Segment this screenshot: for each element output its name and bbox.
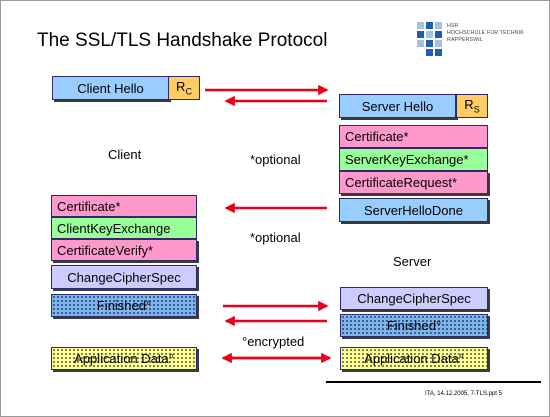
server-hello-done-box: ServerHelloDone [339, 198, 488, 222]
client-app-data-box: Application Data° [51, 347, 197, 370]
client-finished-label: Finished° [96, 298, 152, 313]
client-certificate-verify-box: CertificateVerify* [51, 239, 197, 261]
footer-divider [326, 381, 541, 383]
server-app-data-label: Application Data° [364, 351, 464, 366]
server-change-cipher-spec-label: ChangeCipherSpec [357, 291, 471, 306]
client-finished-box: Finished° [51, 294, 197, 317]
server-certificate-request-box: CertificateRequest* [339, 171, 488, 194]
server-finished-box: Finished° [340, 314, 488, 337]
server-certificate-label: Certificate* [345, 129, 409, 144]
client-hello-label: Client Hello [77, 80, 144, 96]
client-hello-box: Client Hello [52, 76, 169, 100]
client-change-cipher-spec-label: ChangeCipherSpec [67, 269, 181, 285]
server-key-exchange-label: ServerKeyExchange* [345, 152, 469, 167]
optional-note-1: *optional [250, 152, 301, 167]
client-key-exchange-box: ClientKeyExchange [51, 217, 197, 239]
optional-note-2: *optional [250, 230, 301, 245]
logo-text-line3: RAPPERSWIL [447, 37, 484, 43]
server-key-exchange-box: ServerKeyExchange* [339, 148, 488, 171]
client-random-box: RC [168, 76, 200, 100]
client-label: Client [108, 147, 142, 162]
server-random-box: RS [456, 94, 488, 118]
server-certificate-request-label: CertificateRequest* [345, 175, 457, 190]
footer-text: ITA, 14.12.2005, 7-TLS.ppt 5 [425, 391, 502, 397]
server-random-label: RS [464, 97, 480, 115]
client-certificate-label: Certificate* [57, 198, 121, 214]
client-certificate-verify-label: CertificateVerify* [57, 242, 154, 258]
slide-title: The SSL/TLS Handshake Protocol [37, 30, 328, 51]
client-key-exchange-label: ClientKeyExchange [57, 220, 171, 236]
server-app-data-box: Application Data° [340, 347, 488, 370]
server-finished-label: Finished° [386, 318, 442, 333]
server-hello-done-label: ServerHelloDone [364, 202, 463, 218]
client-change-cipher-spec-box: ChangeCipherSpec [51, 265, 197, 289]
logo-text-line2: HOCHSCHULE FÜR TECHNIK [447, 30, 524, 36]
encrypted-note: °encrypted [242, 334, 305, 349]
server-change-cipher-spec-box: ChangeCipherSpec [340, 287, 488, 310]
client-certificate-box: Certificate* [51, 195, 197, 217]
server-label: Server [393, 254, 432, 269]
logo-text-line1: HSR [447, 23, 459, 29]
client-random-label: RC [176, 79, 192, 97]
server-certificate-box: Certificate* [339, 125, 488, 148]
hsr-logo [417, 22, 442, 56]
server-hello-box: Server Hello [339, 94, 456, 118]
client-app-data-label: Application Data° [74, 351, 174, 366]
server-hello-label: Server Hello [361, 98, 434, 114]
